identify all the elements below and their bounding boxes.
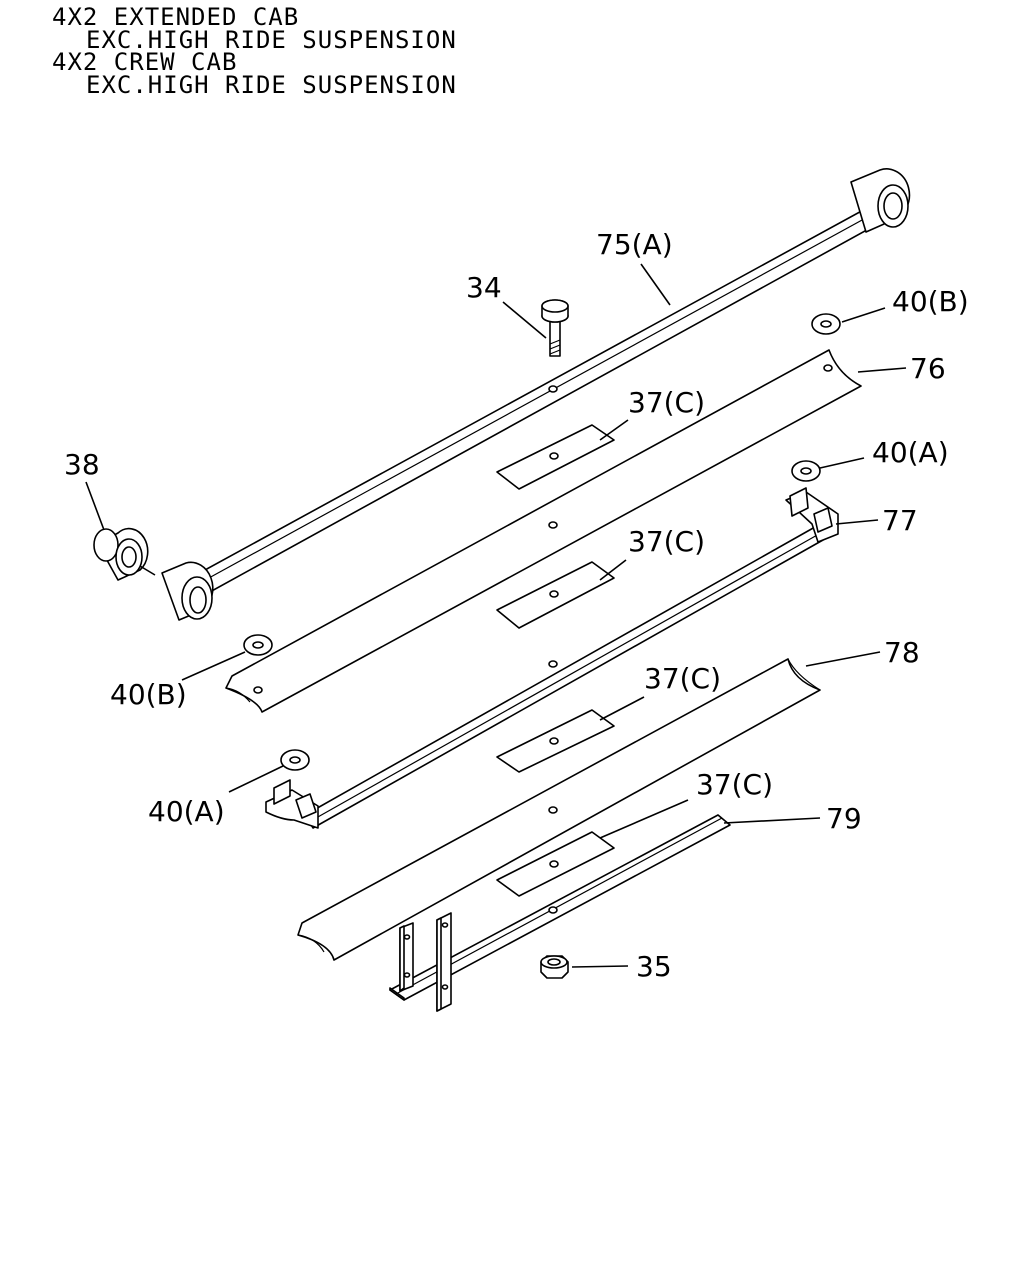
liner-pad-37c-1 <box>496 424 615 490</box>
callout-38: 38 <box>64 448 100 481</box>
center-bolt-34 <box>541 299 569 357</box>
nut-35 <box>540 955 569 979</box>
header-line-4: EXC.HIGH RIDE SUSPENSION <box>86 70 457 99</box>
header-line-2: EXC.HIGH RIDE SUSPENSION <box>86 25 457 54</box>
liner-pad-37c-3 <box>496 709 615 773</box>
main-leaf-75a <box>161 168 911 621</box>
leaf-78 <box>297 658 821 961</box>
header-line-1: 4X2 EXTENDED CAB <box>52 3 300 31</box>
bushing-38 <box>93 527 156 581</box>
liner-pad-37c-4 <box>496 831 615 897</box>
callout-40b-bottom: 40(B) <box>110 678 187 711</box>
callout-76: 76 <box>910 352 946 385</box>
diagram-header: 4X2 EXTENDED CAB EXC.HIGH RIDE SUSPENSIO… <box>52 3 457 99</box>
washer-40b-top <box>811 313 841 335</box>
callout-34: 34 <box>466 271 502 304</box>
callout-37c-3: 37(C) <box>644 662 721 695</box>
leaf-77 <box>265 487 839 829</box>
liner-pad-37c-2 <box>496 561 615 629</box>
washer-40a-bottom <box>280 749 310 771</box>
callout-79: 79 <box>826 802 862 835</box>
callout-37c-4: 37(C) <box>696 768 773 801</box>
leaf-76 <box>225 349 862 713</box>
washer-40b-bottom <box>243 634 273 656</box>
leaf-79 <box>389 814 731 1012</box>
header-line-3: 4X2 CREW CAB <box>52 48 238 76</box>
callout-40a-bottom: 40(A) <box>148 795 225 828</box>
callout-37c-2: 37(C) <box>628 525 705 558</box>
callout-77: 77 <box>882 504 918 537</box>
callout-37c-1: 37(C) <box>628 386 705 419</box>
callout-35: 35 <box>636 950 672 983</box>
leader-lines <box>85 263 907 968</box>
callout-78: 78 <box>884 636 920 669</box>
washer-40a-top <box>791 460 821 482</box>
callout-40a-top: 40(A) <box>872 436 949 469</box>
callout-75a: 75(A) <box>596 228 673 261</box>
callout-40b-top: 40(B) <box>892 285 969 318</box>
